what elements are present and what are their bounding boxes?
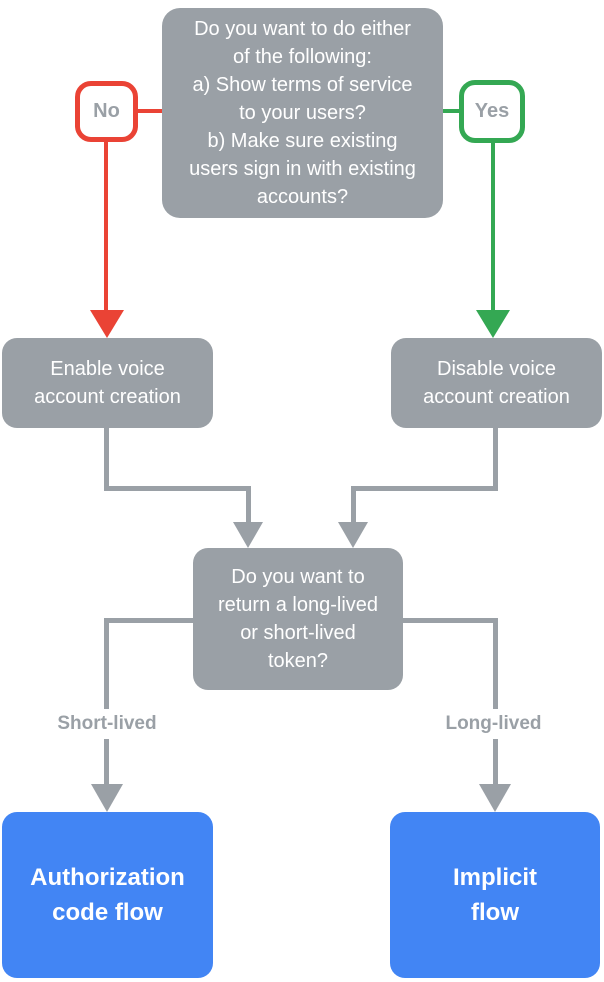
text-line: accounts?	[256, 186, 349, 208]
connector-disable-merge-v	[351, 486, 356, 524]
text-line: Do you want to do either	[194, 18, 411, 40]
text-line: Do you want to	[231, 566, 365, 588]
arrow-down-gray-icon	[233, 522, 263, 548]
connector-enable-merge-h	[104, 486, 251, 491]
text-line: to your users?	[239, 102, 366, 124]
branch-label-no-text: No	[93, 100, 120, 122]
connector-token-exit-left-h	[104, 618, 193, 623]
text-line: users sign in with existing	[189, 158, 416, 180]
edge-label-short-lived-text: Short-lived	[57, 713, 157, 734]
branch-label-yes-text: Yes	[474, 100, 510, 122]
arrow-down-gray-icon	[479, 784, 511, 812]
connector-disable-down	[493, 428, 498, 491]
text-line: a) Show terms of service	[192, 74, 413, 96]
text-line: Enable voice	[50, 358, 165, 380]
arrow-down-red-icon	[90, 310, 124, 338]
text-line: Implicit	[452, 864, 537, 891]
connector-disable-merge-h	[351, 486, 498, 491]
node-disable-voice-account-creation: Disable voice account creation	[391, 338, 602, 428]
connector-token-exit-right-h	[403, 618, 498, 623]
text-line: of the following:	[233, 46, 372, 68]
branch-label-no: No	[75, 81, 138, 142]
text-line: flow	[471, 899, 519, 926]
connector-long-lived-down	[493, 618, 498, 785]
text-line: return a long-lived	[217, 594, 379, 616]
node-enable-voice-account-creation: Enable voice account creation	[2, 338, 213, 428]
connector-enable-down	[104, 428, 109, 491]
text-line: or short-lived	[240, 622, 356, 644]
decision-node-token-lifetime: Do you want to return a long-lived or sh…	[193, 548, 403, 690]
connector-enable-merge-v	[246, 486, 251, 524]
text-line: b) Make sure existing	[207, 130, 398, 152]
connector-no-down	[104, 141, 108, 311]
connector-yes-down	[491, 142, 495, 311]
connector-yes-to-question	[443, 109, 459, 113]
connector-no-to-question	[138, 109, 162, 113]
connector-short-lived-down	[104, 618, 109, 785]
edge-label-short-lived: Short-lived	[22, 709, 192, 739]
text-line: account creation	[34, 386, 181, 408]
result-node-authorization-code-flow: Authorization code flow	[2, 812, 213, 978]
arrow-down-gray-icon	[91, 784, 123, 812]
edge-label-long-lived: Long-lived	[410, 709, 577, 739]
text-line: token?	[267, 650, 329, 672]
result-node-implicit-flow: Implicit flow	[390, 812, 600, 978]
arrow-down-gray-icon	[338, 522, 368, 548]
text-line: account creation	[423, 386, 570, 408]
text-line: code flow	[52, 899, 163, 926]
edge-label-long-lived-text: Long-lived	[445, 713, 542, 734]
arrow-down-green-icon	[476, 310, 510, 338]
text-line: Disable voice	[437, 358, 556, 380]
text-line: Authorization	[30, 864, 185, 891]
branch-label-yes: Yes	[459, 80, 525, 143]
decision-node-terms-question: Do you want to do either of the followin…	[162, 8, 443, 218]
